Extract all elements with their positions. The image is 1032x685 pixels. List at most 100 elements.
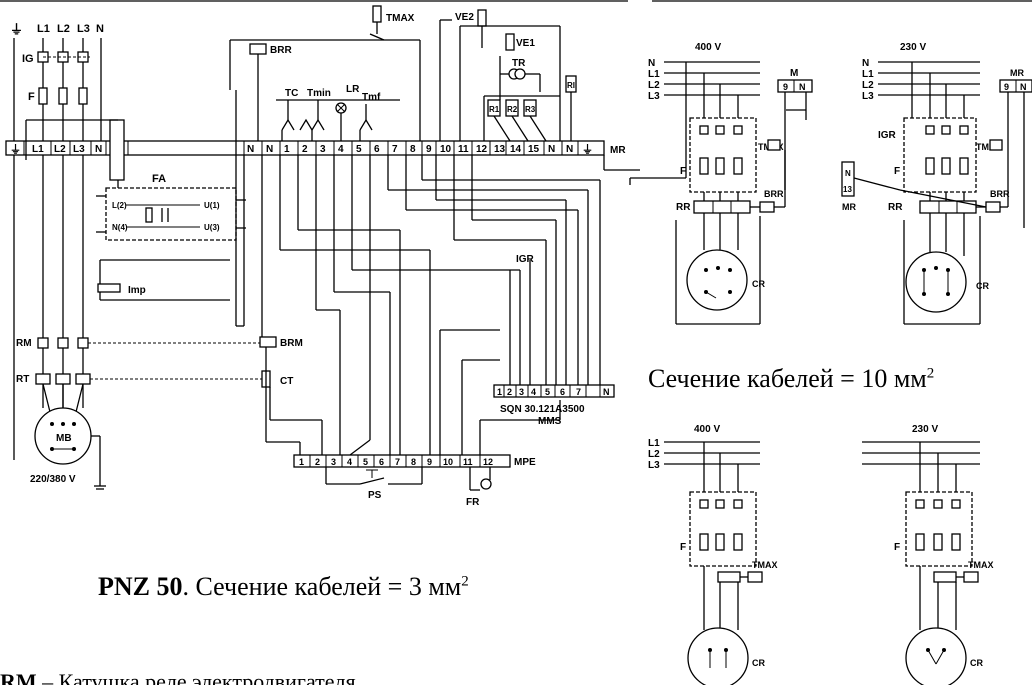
strip-term-l2: L2 — [54, 144, 66, 155]
motor-mb: MB 220/380 V — [30, 383, 106, 490]
right-bottom-400v-diagram: 400 V L1 L2 L3 F TMAX CR — [648, 424, 778, 685]
servo-name: MMS — [538, 416, 562, 427]
caption-left-text: . Сечение кабелей = 3 мм — [182, 572, 462, 601]
mpe-term-12: 12 — [483, 457, 493, 467]
tmin-label: Tmin — [307, 88, 331, 99]
strip-term-2: 2 — [302, 144, 308, 155]
controls: TC Tmin LR Tmf — [276, 84, 400, 141]
rt230-side-name: MR — [842, 202, 856, 212]
right-bottom-230v-diagram: 230 V F TMAX CR — [862, 424, 994, 685]
strip-term-3: 3 — [320, 144, 326, 155]
rt230-side-term-13: 13 — [843, 185, 852, 194]
rb400-tmax: TMAX — [752, 560, 778, 570]
rb400-line-l2: L2 — [648, 449, 660, 460]
rt230-line-l3: L3 — [862, 91, 874, 102]
strip-right-terminals: N N 1 2 3 4 5 6 7 8 9 10 11 12 13 14 15 … — [247, 144, 573, 155]
rt230-rr: RR — [888, 202, 903, 213]
rb400-voltage: 400 V — [694, 424, 720, 435]
servo-term-n: N — [603, 387, 610, 397]
rt400-box-term-n: N — [799, 82, 806, 92]
strip-earth: ⏚ — [10, 143, 21, 156]
rt230-voltage: 230 V — [900, 42, 926, 53]
ps-label: PS — [368, 490, 382, 501]
mpe-term-10: 10 — [443, 457, 453, 467]
r2-label: R2 — [507, 105, 518, 114]
rt230-side-term-n: N — [845, 169, 851, 178]
strip-term-r-n1: N — [247, 144, 254, 155]
strip-term-r-n4: N — [566, 144, 573, 155]
strip-name: MR — [610, 145, 626, 156]
ve2-label: VE2 — [455, 12, 474, 23]
mpe-term-11: 11 — [463, 457, 473, 467]
servo-term-7: 7 — [576, 387, 581, 397]
rm-label: RM — [16, 338, 32, 349]
rt-label: RT — [16, 374, 29, 385]
rb230-fuse: F — [894, 542, 900, 553]
rt230-igr: IGR — [878, 130, 897, 141]
supply-l1: L1 — [37, 23, 50, 35]
mpe-term-7: 7 — [395, 457, 400, 467]
brm-label: BRM — [280, 338, 303, 349]
rt400-cr: CR — [752, 279, 765, 289]
rt230-cr: CR — [976, 281, 989, 291]
strip-term-r-n2: N — [266, 144, 273, 155]
strip-term-10: 10 — [440, 144, 452, 155]
servo-term-1: 1 — [497, 387, 502, 397]
rt400-fuse: F — [680, 166, 686, 177]
strip-term-9: 9 — [426, 144, 432, 155]
rt400-line-l1: L1 — [648, 69, 660, 80]
mpe-term-2: 2 — [315, 457, 320, 467]
legend-text: – Катушка реле электродвигателя — [36, 671, 356, 685]
rt230-tmax: TMAX — [976, 142, 1002, 152]
strip-term-r-n3: N — [548, 144, 555, 155]
rt400-box-term-9: 9 — [783, 82, 788, 92]
mpe-terminal-labels: 1 2 3 4 5 6 7 8 9 10 11 12 — [299, 457, 493, 467]
rt400-line-l2: L2 — [648, 80, 660, 91]
caption-right-power: 2 — [926, 365, 935, 382]
rb400-fuse: F — [680, 542, 686, 553]
left-schematic: ⏚ L1 L2 L3 N IG F L1 — [5, 5, 640, 508]
mpe-term-8: 8 — [411, 457, 416, 467]
isolator-contacts — [37, 51, 90, 63]
rb400-line-l1: L1 — [648, 438, 660, 449]
timer: Imp — [97, 259, 230, 301]
mpe-term-5: 5 — [363, 457, 368, 467]
top-relays: TMAX VE2 VE1 BRR TR — [229, 5, 577, 142]
strip-term-11: 11 — [458, 144, 469, 155]
rt400-voltage: 400 V — [695, 42, 721, 53]
servo-term-2: 2 — [507, 387, 512, 397]
strip-earth-right: ⏚ — [582, 143, 593, 156]
mpe-terminal-block: 1 2 3 4 5 6 7 8 9 10 11 12 MPE — [293, 454, 536, 468]
rt230-brr: BRR — [990, 189, 1010, 199]
flame-unit: FA L(2) N(4) U(1) U(3) — [96, 173, 246, 241]
rb230-tmax: TMAX — [968, 560, 994, 570]
fuses — [38, 87, 88, 105]
mpe-term-4: 4 — [347, 457, 352, 467]
ri-label: RI — [567, 81, 575, 90]
fa-l2: L(2) — [112, 201, 127, 210]
strip-term-13: 13 — [494, 144, 506, 155]
mpe-term-1: 1 — [299, 457, 304, 467]
tmax-label: TMAX — [386, 13, 415, 24]
rb400-cr: CR — [752, 658, 765, 668]
mpe-term-3: 3 — [331, 457, 336, 467]
supply-l3: L3 — [77, 23, 90, 35]
pressure-switch: PS FR — [325, 467, 492, 508]
supply-n: N — [96, 23, 104, 35]
rt400-rr: RR — [676, 202, 691, 213]
strip-term-8: 8 — [410, 144, 416, 155]
rt230-box-name: MR — [1010, 68, 1024, 78]
r1-label: R1 — [489, 105, 500, 114]
servo-term-4: 4 — [531, 387, 536, 397]
caption-pnz50: PNZ 50. Сечение кабелей = 3 мм2 — [98, 572, 469, 602]
fa-label: FA — [152, 173, 166, 185]
rb400-line-l3: L3 — [648, 460, 660, 471]
rb230-voltage: 230 V — [912, 424, 938, 435]
earth-symbol: ⏚ — [10, 22, 23, 37]
rt230-line-l2: L2 — [862, 80, 874, 91]
r3-label: R3 — [525, 105, 536, 114]
strip-term-1: 1 — [284, 144, 290, 155]
right-top-400v-diagram: 400 V N L1 L2 L3 F TMAX BRR RR — [629, 42, 813, 325]
rt400-box-name: M — [790, 68, 798, 79]
